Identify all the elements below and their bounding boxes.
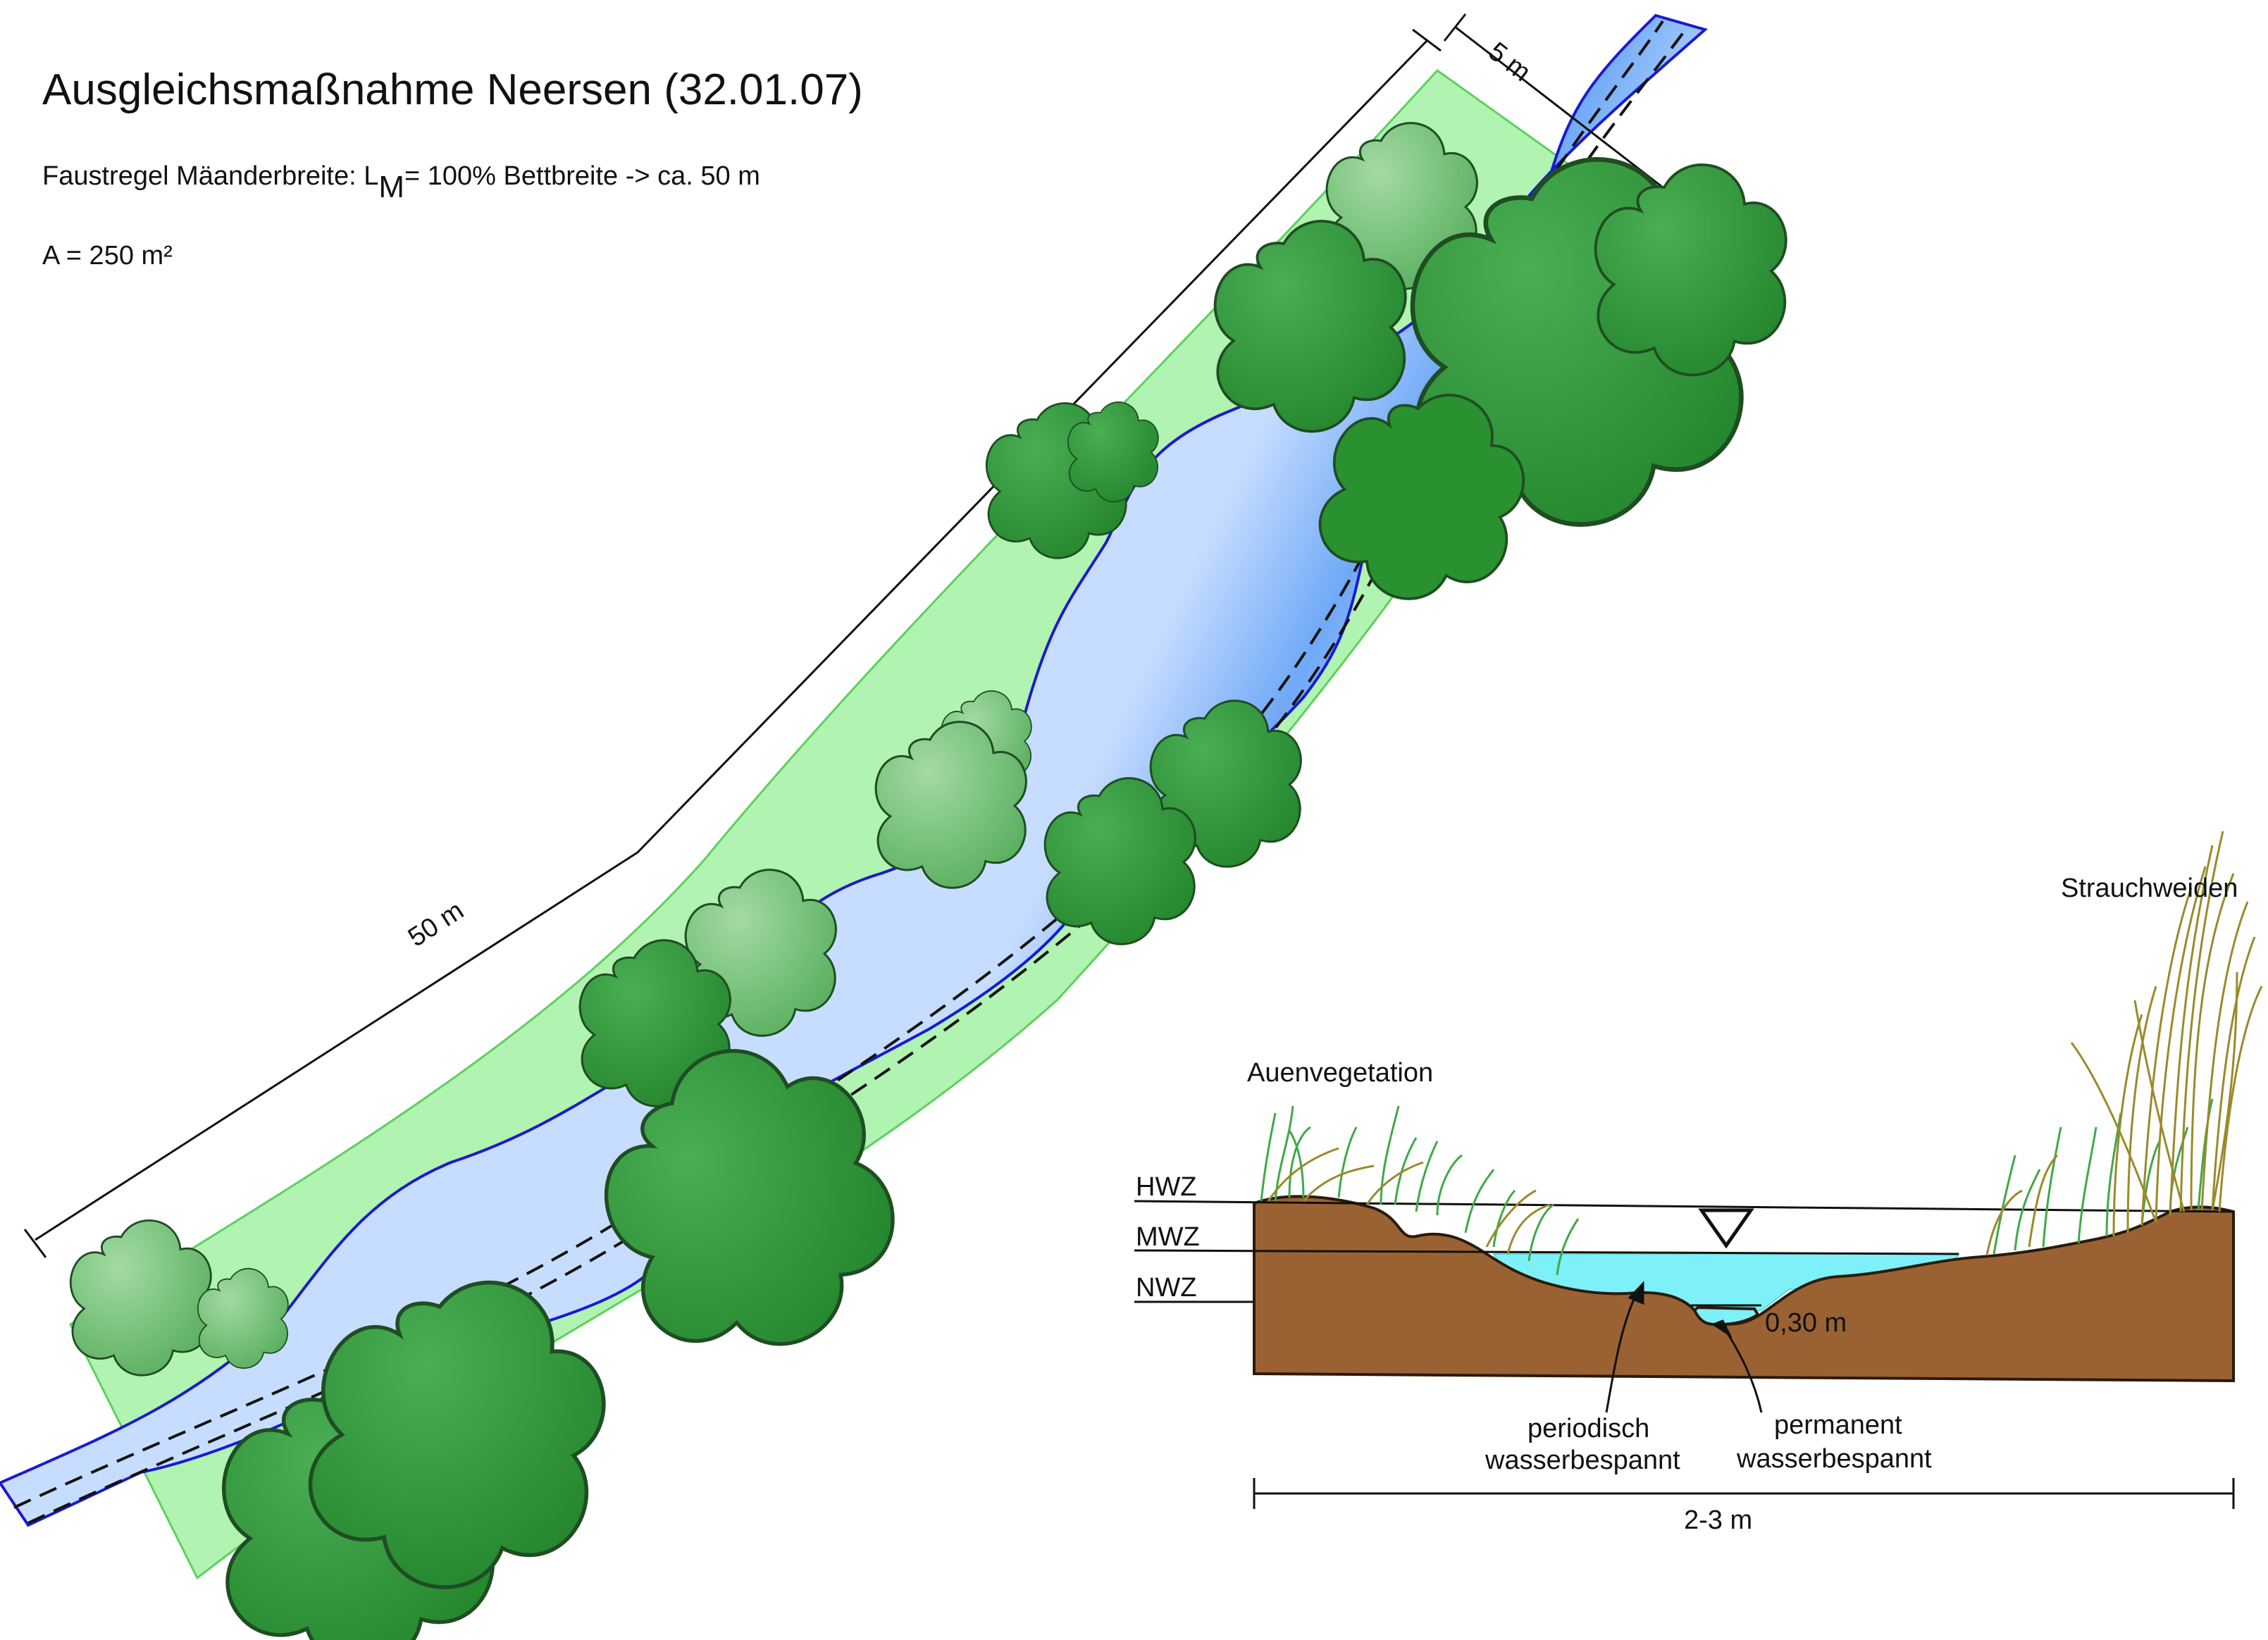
area-label: A = 250 m²: [42, 241, 173, 271]
plan-view: 5 m 50 m: [0, 13, 1787, 1640]
page-title: Ausgleichsmaßnahme Neersen (32.01.07): [42, 66, 863, 114]
depth-label: 0,30 m: [1765, 1308, 1847, 1338]
zone-periodic-line2: wasserbespannt: [1485, 1446, 1680, 1475]
zone-periodic-line1: periodisch: [1528, 1414, 1649, 1443]
level-label-nwz: NWZ: [1136, 1273, 1197, 1303]
reed-left: [1267, 1147, 1551, 1255]
width-label: 2-3 m: [1684, 1505, 1752, 1535]
meander-rule-prefix: Faustregel Mäanderbreite: L: [42, 161, 378, 191]
water-level-lines: [1134, 1200, 2234, 1307]
leader-lines: [1605, 1281, 1763, 1413]
meander-rule-subscript: M: [378, 170, 404, 204]
cross-section: HWZ MWZ NWZ 0,30 m: [1134, 831, 2263, 1535]
zone-permanent-line1: permanent: [1774, 1410, 1902, 1440]
vegetation-left-label: Auenvegetation: [1247, 1058, 1433, 1088]
mwz-line: [1134, 1249, 1959, 1255]
water-level-triangle-icon: [1698, 1208, 1754, 1249]
level-label-mwz: MWZ: [1136, 1222, 1200, 1252]
meander-rule-suffix: = 100% Bettbreite -> ca. 50 m: [404, 161, 760, 191]
width-dimension: [1253, 1478, 2235, 1509]
level-label-hwz: HWZ: [1136, 1172, 1197, 1202]
dimension-50m-label: 50 m: [403, 895, 469, 952]
vegetation-right-label: Strauchweiden: [2061, 874, 2238, 903]
zone-permanent-line2: wasserbespannt: [1736, 1444, 1932, 1474]
dimension-5m-label: 5 m: [1482, 37, 1536, 87]
hwz-line: [1134, 1200, 2234, 1213]
meander-rule: Faustregel Mäanderbreite: LM= 100% Bettb…: [42, 161, 760, 204]
dimension-50m: [23, 28, 1442, 1258]
willow-reeds: [1985, 831, 2263, 1256]
